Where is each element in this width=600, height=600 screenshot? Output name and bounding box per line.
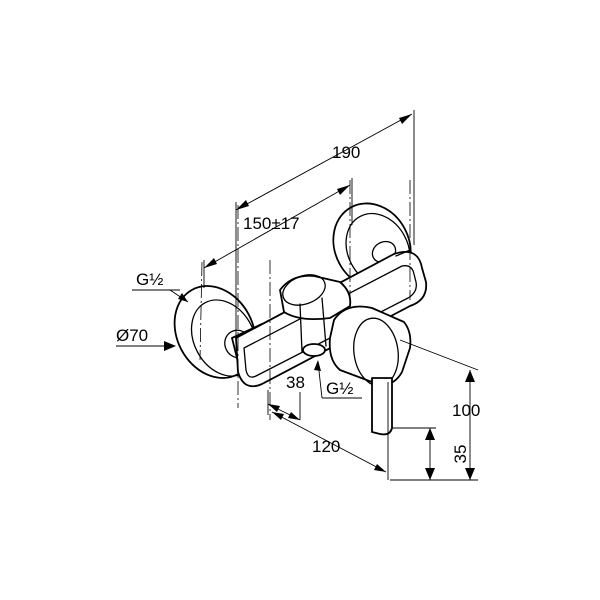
label-rosette-diameter: Ø70	[116, 326, 148, 345]
center-housing	[279, 274, 352, 353]
dim-line-120	[271, 411, 387, 473]
mixer-lever	[371, 377, 393, 436]
dim-line-150	[203, 184, 351, 269]
center-lines	[199, 180, 411, 420]
dim-line-190	[235, 113, 413, 211]
outlet-nozzle	[302, 343, 326, 357]
label-overall-width: 190	[332, 143, 360, 162]
label-height-lever: 35	[451, 445, 470, 464]
label-height-total: 100	[452, 401, 480, 420]
extension-lines	[203, 110, 479, 481]
dimension-lines	[116, 113, 475, 480]
label-thread-inlet: G½	[136, 270, 163, 289]
shower-mixer-body	[173, 202, 428, 436]
cartridge-cylinder	[328, 305, 412, 387]
dimension-labels: 190 150±17 G½ Ø70 38 G½ 120 100 35	[116, 143, 480, 463]
mixer-main-body	[235, 249, 428, 388]
label-depth-outlet: 38	[286, 373, 305, 392]
label-center-distance: 150±17	[243, 214, 300, 233]
label-thread-outlet: G½	[326, 379, 353, 398]
label-projection: 120	[312, 437, 340, 456]
